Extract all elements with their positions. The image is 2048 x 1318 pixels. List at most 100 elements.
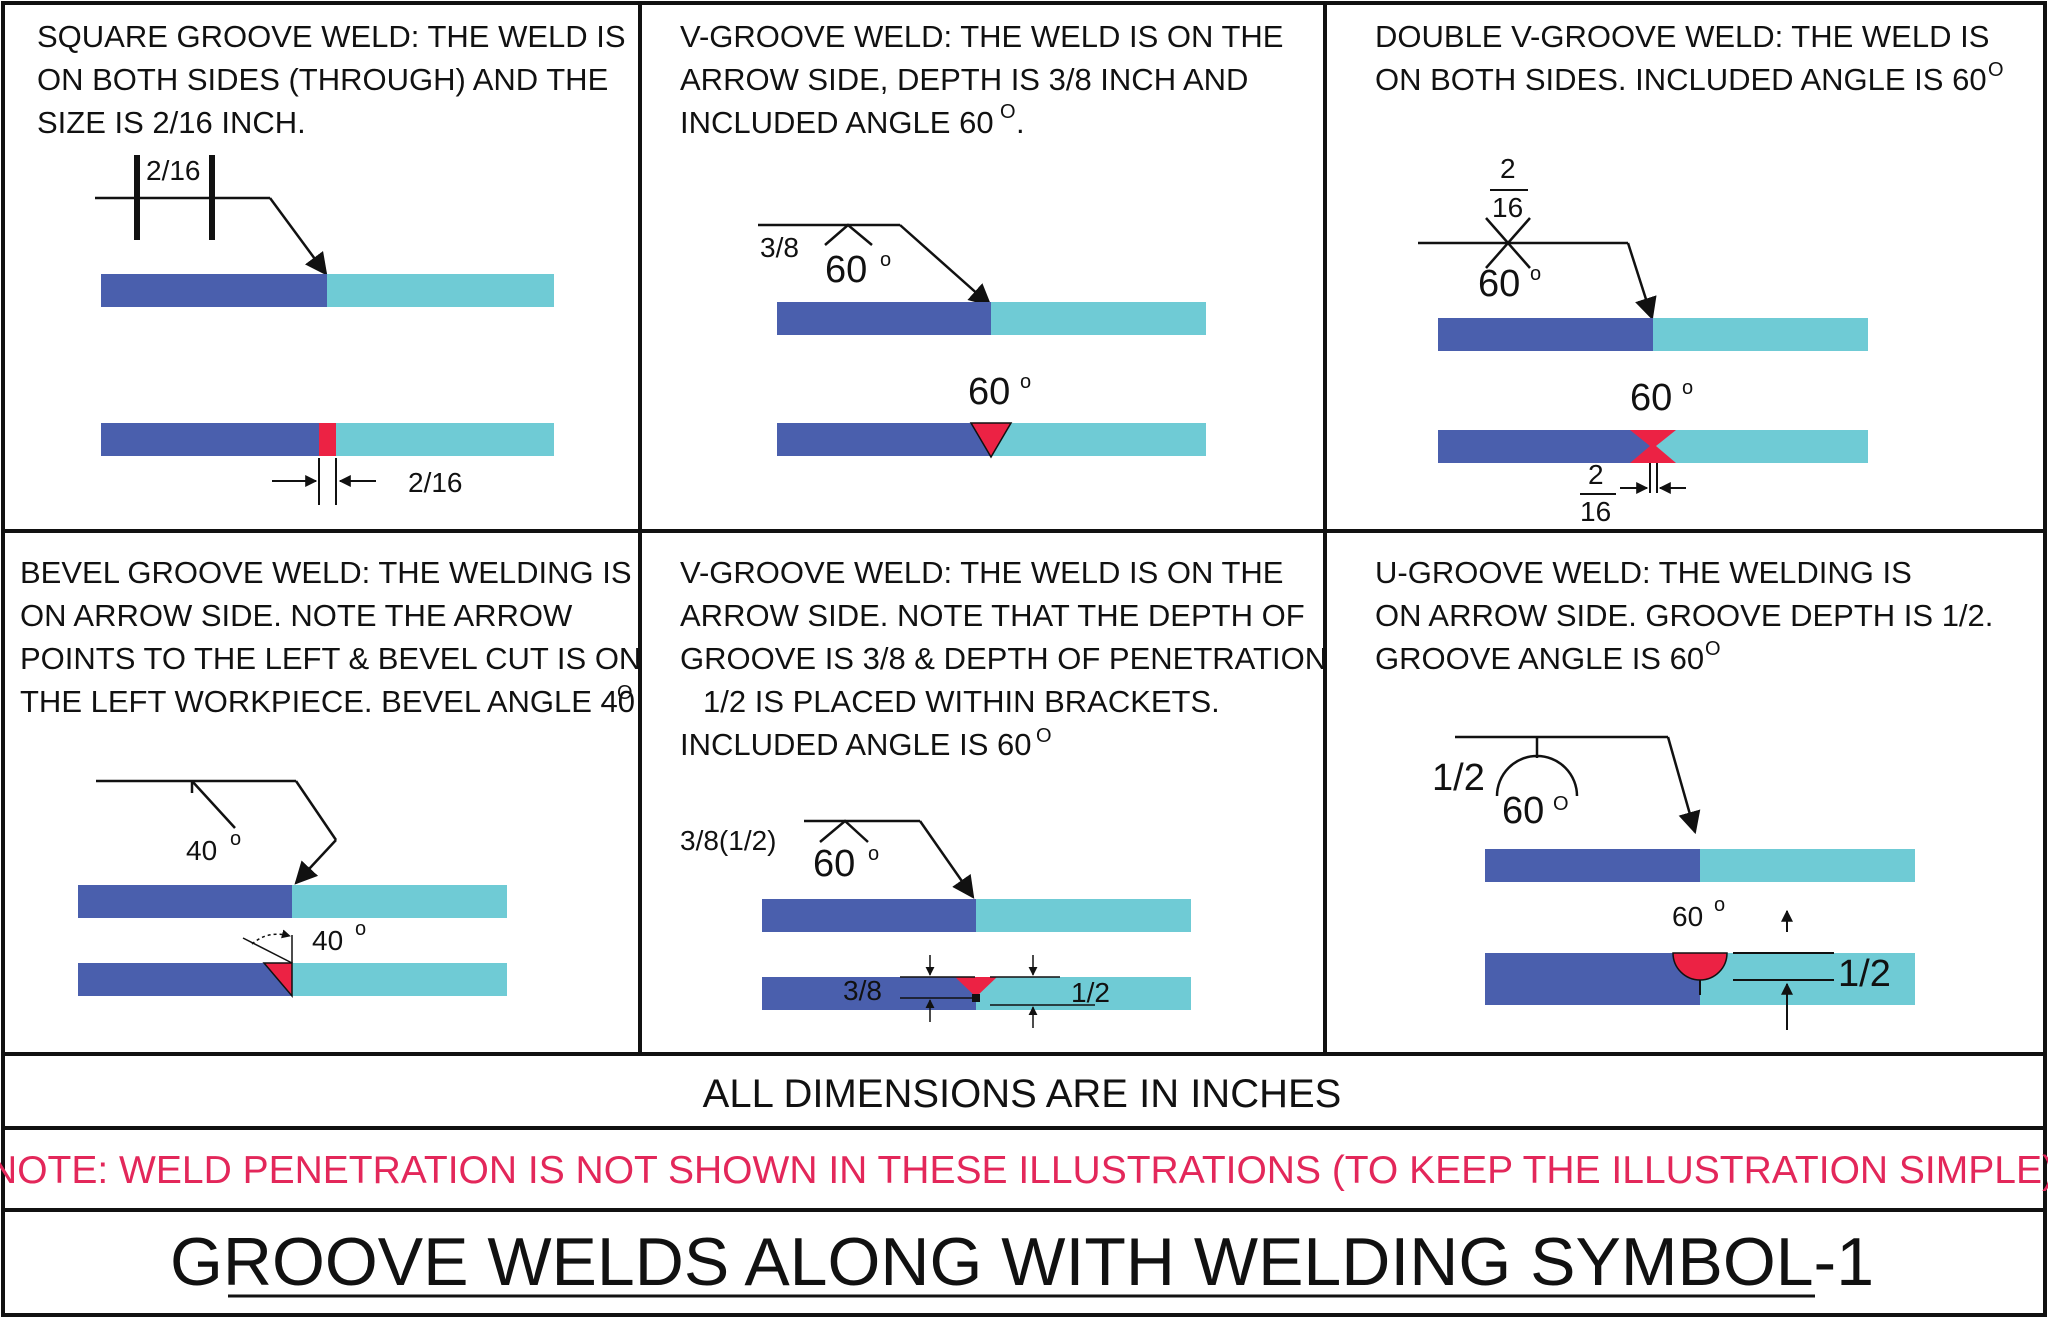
- v-groove-depth: 3/8: [760, 232, 799, 263]
- u-groove-angle: 60: [1502, 790, 1544, 832]
- double-v-angle: 60: [1478, 263, 1520, 305]
- u-groove-depth-dimension: [1733, 909, 1834, 1030]
- v-pen-depth-label: 3/8: [843, 975, 882, 1006]
- bevel-caption-line-3: POINTS TO THE LEFT & BEVEL CUT IS ON: [20, 641, 641, 676]
- u-groove-angle-degree-icon: O: [1553, 793, 1569, 815]
- v-pen-weld-symbol: [804, 819, 975, 899]
- v-groove-caption-line-3: INCLUDED ANGLE 60: [680, 105, 994, 140]
- panel-v-groove: V-GROOVE WELD: THE WELD IS ON THE ARROW …: [680, 19, 1292, 459]
- v-pen-caption-line-3: GROOVE IS 3/8 & DEPTH OF PENETRATION: [680, 641, 1327, 676]
- u-groove-caption-line-3: GROOVE ANGLE IS 60: [1375, 641, 1704, 676]
- bevel-angle-below-degree-icon: o: [355, 918, 366, 940]
- v-pen-angle-degree-icon: o: [868, 843, 879, 865]
- u-groove-weld-fill: [1672, 952, 1728, 981]
- bevel-joint-bottom: [78, 962, 507, 999]
- v-pen-caption-degree-icon: O: [1036, 725, 1052, 747]
- bevel-caption-line-1: BEVEL GROOVE WELD: THE WELDING IS: [20, 555, 632, 590]
- v-groove-caption-line-2: ARROW SIDE, DEPTH IS 3/8 INCH AND: [680, 62, 1248, 97]
- units-note: ALL DIMENSIONS ARE IN INCHES: [703, 1072, 1342, 1116]
- v-groove-caption-end: .: [1016, 105, 1025, 140]
- double-v-angle-below: 60: [1630, 377, 1672, 419]
- square-gap-label: 2/16: [408, 467, 463, 498]
- square-gap-dimension: [272, 458, 376, 505]
- u-groove-caption-degree-icon: O: [1705, 638, 1721, 660]
- v-groove-joint-top: [777, 302, 1206, 335]
- double-v-gap-den: 16: [1580, 496, 1611, 527]
- v-groove-caption-line-1: V-GROOVE WELD: THE WELD IS ON THE: [680, 19, 1283, 54]
- bevel-caption-degree-icon: O: [617, 682, 633, 704]
- v-pen-depth-dimension: [900, 955, 1095, 1028]
- square-caption-line-1: SQUARE GROOVE WELD: THE WELD IS: [37, 19, 626, 54]
- double-v-caption-line-1: DOUBLE V-GROOVE WELD: THE WELD IS: [1375, 19, 1989, 54]
- panel-v-groove-penetration: V-GROOVE WELD: THE WELD IS ON THE ARROW …: [680, 555, 1336, 1028]
- square-symbol-size: 2/16: [146, 155, 201, 186]
- double-v-caption-degree-icon: O: [1988, 59, 2004, 81]
- v-pen-angle: 60: [813, 843, 855, 885]
- bevel-joint-top: [78, 885, 507, 918]
- u-groove-caption-line-2: ON ARROW SIDE. GROOVE DEPTH IS 1/2.: [1375, 598, 1993, 633]
- bevel-caption-line-2: ON ARROW SIDE. NOTE THE ARROW: [20, 598, 573, 633]
- bevel-angle-below: 40: [312, 925, 343, 956]
- v-groove-angle-below: 60: [968, 371, 1010, 413]
- double-v-caption-line-2: ON BOTH SIDES. INCLUDED ANGLE IS 60: [1375, 62, 1987, 97]
- u-groove-caption: U-GROOVE WELD: THE WELDING IS ON ARROW S…: [1375, 555, 2002, 676]
- panel-square-groove: SQUARE GROOVE WELD: THE WELD IS ON BOTH …: [37, 19, 634, 505]
- v-pen-penetration-label: 1/2: [1071, 977, 1110, 1008]
- square-weld-fill: [319, 423, 336, 456]
- u-groove-caption-line-1: U-GROOVE WELD: THE WELDING IS: [1375, 555, 1912, 590]
- v-groove-caption: V-GROOVE WELD: THE WELD IS ON THE ARROW …: [680, 19, 1292, 140]
- v-pen-caption-line-5: INCLUDED ANGLE IS 60: [680, 727, 1031, 762]
- u-groove-weld-symbol: [1455, 735, 1701, 835]
- double-v-weld-symbol: [1418, 217, 1657, 321]
- bevel-caption-line-4: THE LEFT WORKPIECE. BEVEL ANGLE 40: [20, 684, 635, 719]
- v-pen-weld-fill: [955, 977, 997, 997]
- v-pen-caption-line-4: 1/2 IS PLACED WITHIN BRACKETS.: [703, 684, 1220, 719]
- v-groove-joint-bottom: [777, 422, 1206, 459]
- v-pen-joint-top: [762, 899, 1191, 932]
- double-v-gap-num: 2: [1588, 459, 1604, 490]
- panel-double-v-groove: DOUBLE V-GROOVE WELD: THE WELD IS ON BOT…: [1375, 19, 2004, 527]
- double-v-frac-den: 16: [1492, 192, 1523, 223]
- v-groove-angle-degree-icon: o: [880, 249, 891, 271]
- double-v-angle-degree-icon: o: [1530, 263, 1541, 285]
- square-joint-top: [101, 274, 554, 307]
- panel-u-groove: U-GROOVE WELD: THE WELDING IS ON ARROW S…: [1375, 555, 2002, 1030]
- v-groove-degree-mark: O: [1000, 101, 1016, 123]
- page-title: GROOVE WELDS ALONG WITH WELDING SYMBOL-1: [170, 1224, 1874, 1300]
- double-v-joint-top: [1438, 318, 1868, 351]
- v-pen-caption: V-GROOVE WELD: THE WELD IS ON THE ARROW …: [680, 555, 1336, 762]
- double-v-frac-num: 2: [1500, 153, 1516, 184]
- square-caption-line-2: ON BOTH SIDES (THROUGH) AND THE: [37, 62, 608, 97]
- square-caption-line-3: SIZE IS 2/16 INCH.: [37, 105, 306, 140]
- u-groove-angle-below-degree-icon: o: [1714, 894, 1725, 916]
- bevel-angle-indicator: [242, 929, 293, 964]
- v-pen-symbol-label: 3/8(1/2): [680, 825, 777, 856]
- u-groove-depth-label: 1/2: [1838, 953, 1891, 995]
- v-groove-angle-below-degree-icon: o: [1020, 371, 1031, 393]
- v-groove-angle: 60: [825, 249, 867, 291]
- u-groove-depth: 1/2: [1432, 757, 1485, 799]
- double-v-angle-below-degree-icon: o: [1682, 377, 1693, 399]
- panel-bevel-groove: BEVEL GROOVE WELD: THE WELDING IS ON ARR…: [20, 555, 650, 999]
- bevel-caption: BEVEL GROOVE WELD: THE WELDING IS ON ARR…: [20, 555, 650, 719]
- square-caption: SQUARE GROOVE WELD: THE WELD IS ON BOTH …: [37, 19, 634, 140]
- u-groove-joint-top: [1485, 849, 1915, 882]
- double-v-gap-dimension: [1620, 463, 1686, 494]
- u-groove-angle-below: 60: [1672, 901, 1703, 932]
- v-pen-joint-bottom: [762, 977, 1191, 1010]
- square-joint-bottom: [101, 423, 554, 456]
- double-v-caption: DOUBLE V-GROOVE WELD: THE WELD IS ON BOT…: [1375, 19, 1998, 97]
- penetration-note: NOTE: WELD PENETRATION IS NOT SHOWN IN T…: [0, 1149, 2048, 1192]
- bevel-angle: 40: [186, 835, 217, 866]
- bevel-angle-degree-icon: o: [230, 828, 241, 850]
- bevel-weld-fill: [262, 962, 293, 999]
- v-groove-weld-fill: [969, 422, 1013, 459]
- bevel-weld-symbol: [96, 779, 338, 885]
- v-pen-caption-line-1: V-GROOVE WELD: THE WELD IS ON THE: [680, 555, 1283, 590]
- square-weld-symbol: [95, 155, 328, 276]
- double-v-joint-bottom: [1438, 430, 1868, 463]
- v-pen-caption-line-2: ARROW SIDE. NOTE THAT THE DEPTH OF: [680, 598, 1305, 633]
- v-groove-weld-symbol: [758, 223, 992, 307]
